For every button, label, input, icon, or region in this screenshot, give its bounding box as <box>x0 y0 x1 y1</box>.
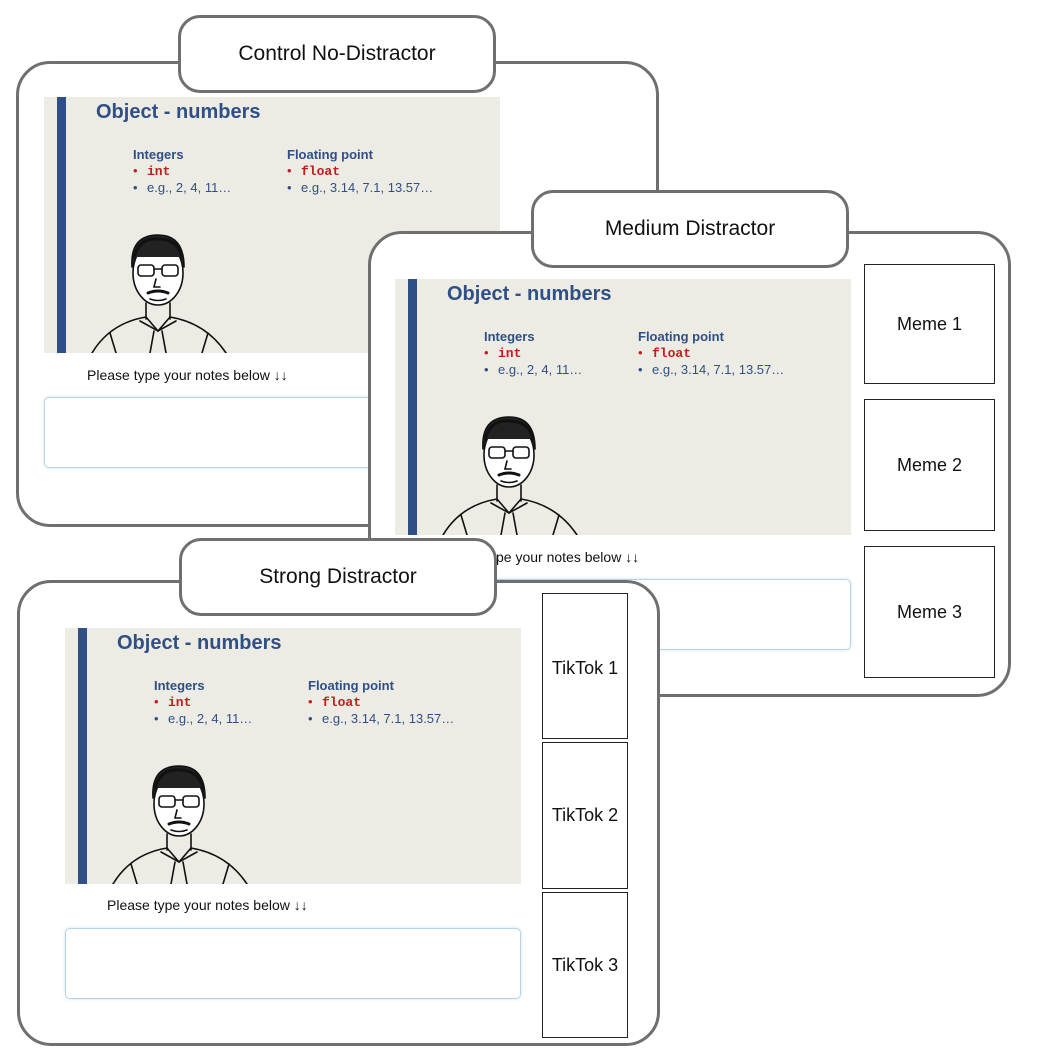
slide-title: Object - numbers <box>96 101 261 123</box>
floats-example: e.g., 3.14, 7.1, 13.57… <box>301 180 434 195</box>
integers-heading: Integers <box>133 147 184 162</box>
floats-column: Floating point •float •e.g., 3.14, 7.1, … <box>638 329 785 377</box>
control-panel-title: Control No-Distractor <box>178 15 496 93</box>
meme-2-box: Meme 2 <box>864 399 995 531</box>
meme-1-box: Meme 1 <box>864 264 995 384</box>
floats-heading: Floating point <box>638 329 724 344</box>
notes-label: pe your notes below ↓↓ <box>496 549 640 565</box>
lecture-slide: Object - numbers Integers •int •e.g., 2,… <box>44 97 500 353</box>
floats-column: Floating point •float •e.g., 3.14, 7.1, … <box>287 147 434 195</box>
floats-heading: Floating point <box>287 147 373 162</box>
notes-input[interactable] <box>44 397 384 468</box>
slide-title: Object - numbers <box>117 632 282 654</box>
lecturer-illustration <box>442 416 578 535</box>
slide-accent-bar <box>408 279 417 535</box>
floats-column: Floating point •float •e.g., 3.14, 7.1, … <box>308 678 455 726</box>
integers-example: e.g., 2, 4, 11… <box>168 711 253 726</box>
meme-3-box: Meme 3 <box>864 546 995 678</box>
floats-heading: Floating point <box>308 678 394 693</box>
float-keyword: float <box>322 695 362 710</box>
integers-column: Integers •int •e.g., 2, 4, 11… <box>133 147 232 195</box>
strong-panel-title: Strong Distractor <box>179 538 497 616</box>
float-keyword: float <box>652 346 692 361</box>
float-keyword: float <box>301 164 341 179</box>
notes-label: Please type your notes below ↓↓ <box>107 897 308 913</box>
tiktok-3-box: TikTok 3 <box>542 892 628 1038</box>
tiktok-2-box: TikTok 2 <box>542 742 628 889</box>
integers-heading: Integers <box>154 678 205 693</box>
integers-heading: Integers <box>484 329 535 344</box>
integers-example: e.g., 2, 4, 11… <box>147 180 232 195</box>
floats-example: e.g., 3.14, 7.1, 13.57… <box>322 711 455 726</box>
notes-label: Please type your notes below ↓↓ <box>87 367 288 383</box>
int-keyword: int <box>498 346 522 361</box>
lecture-slide: Object - numbers Integers •int •e.g., 2,… <box>65 628 521 884</box>
int-keyword: int <box>168 695 192 710</box>
slide-accent-bar <box>57 97 66 353</box>
lecture-slide: Object - numbers Integers •int •e.g., 2,… <box>395 279 851 535</box>
integers-example: e.g., 2, 4, 11… <box>498 362 583 377</box>
slide-title: Object - numbers <box>447 283 612 305</box>
medium-panel-title: Medium Distractor <box>531 190 849 268</box>
lecturer-illustration <box>91 234 227 353</box>
notes-input[interactable] <box>65 928 521 999</box>
floats-example: e.g., 3.14, 7.1, 13.57… <box>652 362 785 377</box>
int-keyword: int <box>147 164 171 179</box>
integers-column: Integers •int •e.g., 2, 4, 11… <box>484 329 583 377</box>
tiktok-1-box: TikTok 1 <box>542 593 628 739</box>
lecturer-illustration <box>112 765 248 884</box>
slide-accent-bar <box>78 628 87 884</box>
integers-column: Integers •int •e.g., 2, 4, 11… <box>154 678 253 726</box>
